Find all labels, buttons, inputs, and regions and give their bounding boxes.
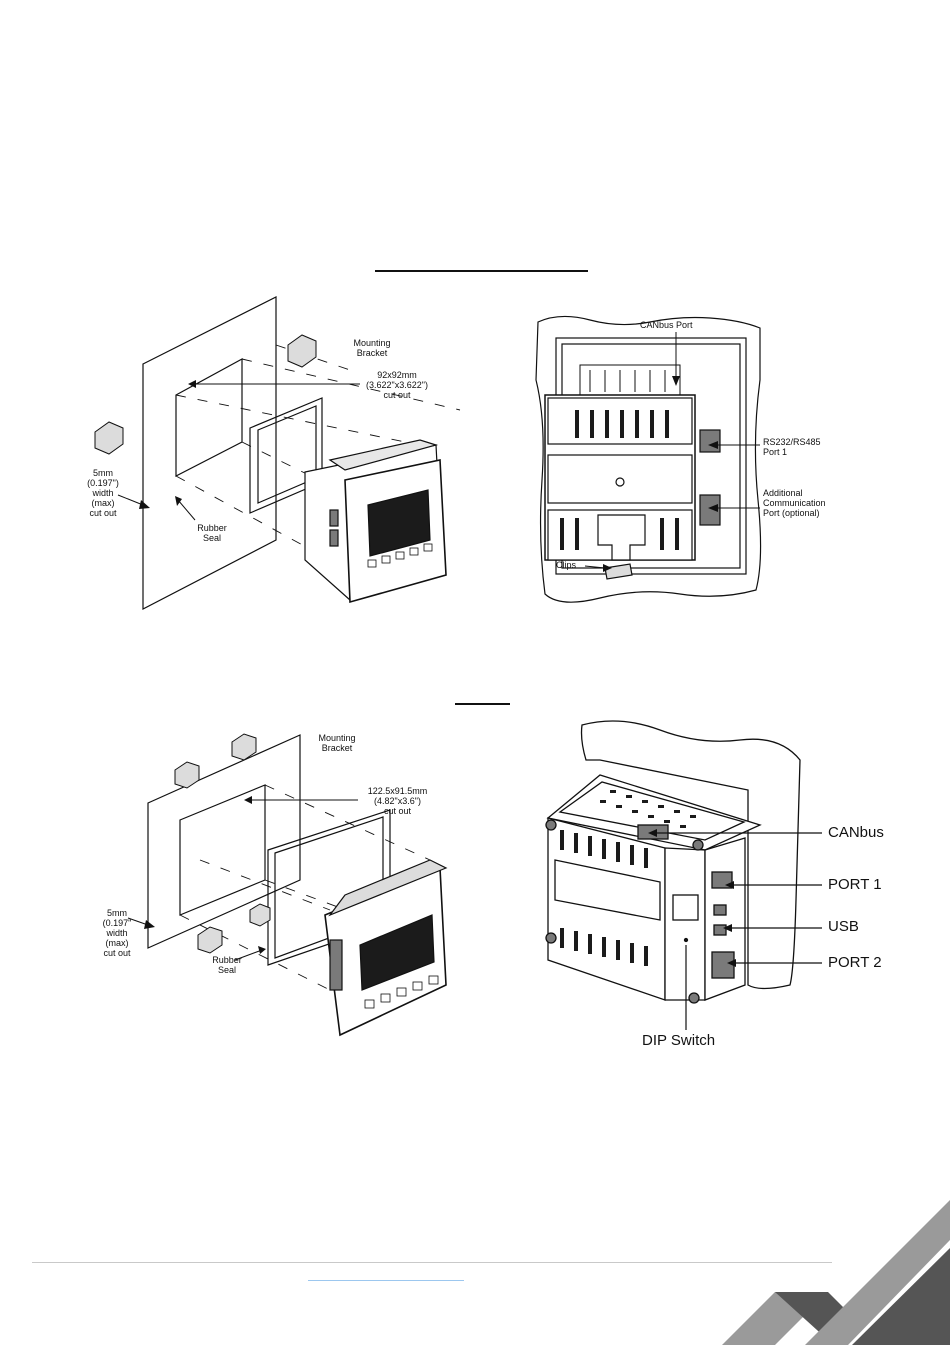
rear-view-diagram-2-drawing: [545, 720, 822, 1030]
clips-label: Clips: [556, 560, 577, 570]
cutout-label-1: 92x92mm (3.622"x3.622") cut out: [366, 370, 428, 400]
rs232-rs485-port-label: RS232/RS485 Port 1: [763, 437, 821, 457]
rear-view-diagram-2: CANbus PORT 1 USB PORT 2 DIP Switch: [545, 720, 884, 1049]
dip-switch-label: DIP Switch: [642, 1032, 716, 1049]
section-heading-rule-1: [375, 270, 588, 272]
cutout-label-2: 122.5x91.5mm (4.82"x3.6") cut out: [367, 786, 428, 816]
rubber-seal-label-1: Rubber Seal: [197, 523, 227, 543]
mounting-bracket-label-2: Mounting Bracket: [318, 733, 356, 753]
mounting-diagram-2-drawing: [127, 733, 448, 1037]
rear-view-diagram-1-drawing: [535, 315, 762, 603]
footer-rule: [32, 1262, 832, 1263]
width-label-1: 5mm (0.197") width (max) cut out: [87, 468, 119, 518]
usb-label: USB: [828, 918, 859, 935]
rubber-seal-label-2: Rubber Seal: [212, 955, 242, 975]
mounting-diagram-1-drawing: [94, 296, 461, 610]
mounting-bracket-label-1: Mounting Bracket: [353, 338, 391, 358]
port2-label: PORT 2: [828, 954, 882, 971]
canbus-label: CANbus: [828, 824, 884, 841]
rear-view-diagram-1: CANbus Port RS232/RS485 Port 1 Additiona…: [535, 315, 826, 603]
port1-label: PORT 1: [828, 876, 882, 893]
section-heading-rule-2: [455, 703, 510, 705]
width-label-2: 5mm (0.197" width (max) cut out: [102, 908, 132, 958]
canbus-port-label: CANbus Port: [640, 320, 693, 330]
footer-link-underline[interactable]: [308, 1280, 464, 1281]
additional-port-label: Additional Communication Port (optional): [763, 488, 826, 518]
mounting-diagram-1: Mounting Bracket 92x92mm (3.622"x3.622")…: [87, 296, 461, 610]
mounting-diagram-2: Mounting Bracket 122.5x91.5mm (4.82"x3.6…: [102, 733, 448, 1037]
